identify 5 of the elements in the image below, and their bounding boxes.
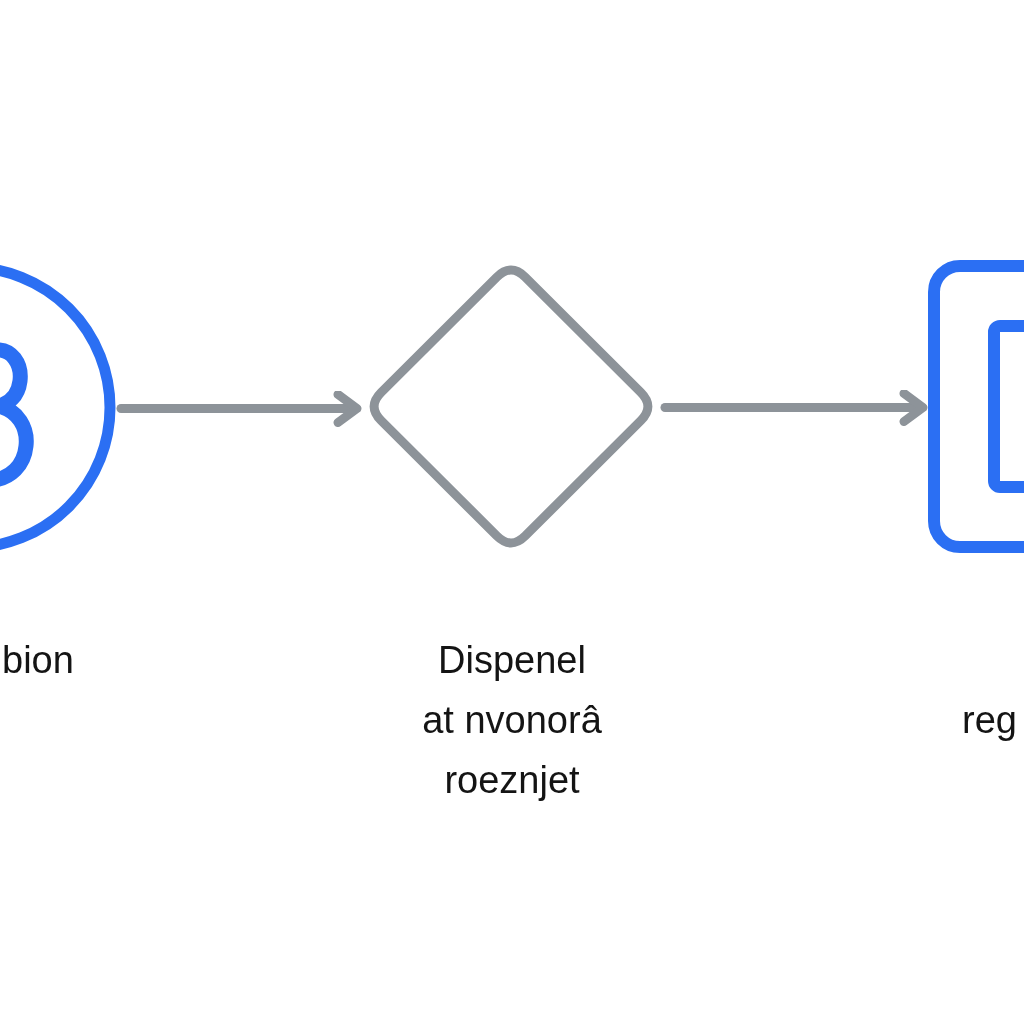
node-caption: bion [2, 638, 75, 683]
arrow [116, 390, 362, 427]
caption-text: reg [962, 698, 1018, 743]
arrow [660, 389, 928, 426]
node-caption: Dispenel at nvonorâ roeznjet [421, 638, 603, 803]
